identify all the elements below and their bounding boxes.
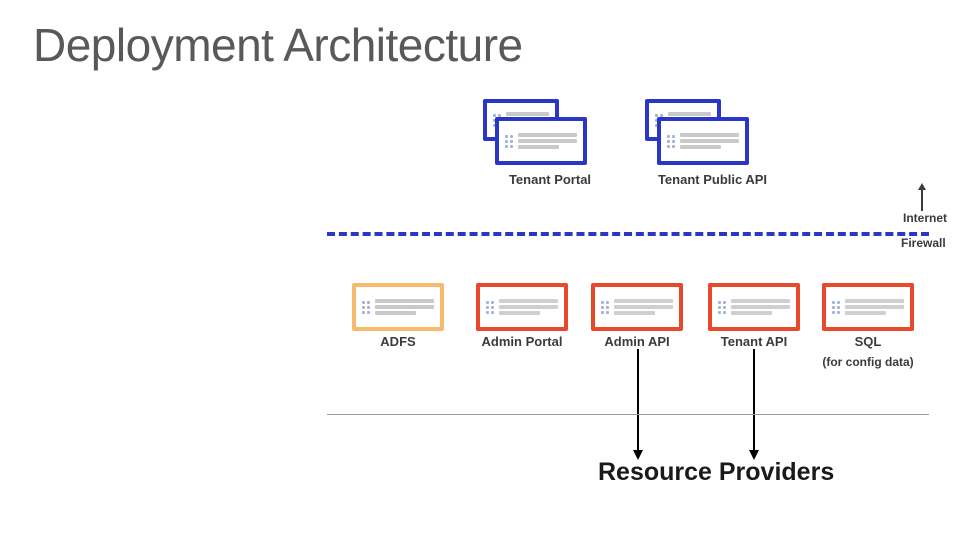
server-dots-icon bbox=[362, 300, 370, 314]
label-resource-providers: Resource Providers bbox=[598, 458, 835, 486]
arrow-admin-api-to-resource-providers bbox=[633, 349, 643, 460]
server-bars-icon bbox=[375, 299, 434, 315]
server-icon bbox=[708, 283, 800, 331]
node-admin-portal bbox=[476, 283, 568, 331]
label-admin-api: Admin API bbox=[604, 334, 670, 349]
node-adfs bbox=[352, 283, 444, 331]
node-tenant-portal bbox=[483, 99, 587, 165]
server-icon bbox=[352, 283, 444, 331]
arrow-tenant-api-to-resource-providers bbox=[749, 349, 759, 460]
server-icon bbox=[822, 283, 914, 331]
node-tenant-api bbox=[708, 283, 800, 331]
label-sql: SQL bbox=[854, 334, 882, 349]
server-dots-icon bbox=[486, 300, 494, 314]
resource-provider-boundary-line bbox=[327, 414, 929, 415]
label-tenant-public-api: Tenant Public API bbox=[657, 172, 768, 187]
label-tenant-api: Tenant API bbox=[720, 334, 788, 349]
server-dots-icon bbox=[718, 300, 726, 314]
server-icon bbox=[591, 283, 683, 331]
label-tenant-portal: Tenant Portal bbox=[508, 172, 592, 187]
node-sql bbox=[822, 283, 914, 331]
server-icon bbox=[476, 283, 568, 331]
server-icon bbox=[657, 117, 749, 165]
server-dots-icon bbox=[832, 300, 840, 314]
server-dots-icon bbox=[601, 300, 609, 314]
server-bars-icon bbox=[731, 299, 790, 315]
server-dots-icon bbox=[667, 134, 675, 148]
server-icon bbox=[495, 117, 587, 165]
server-bars-icon bbox=[499, 299, 558, 315]
server-bars-icon bbox=[845, 299, 904, 315]
internet-arrow-icon bbox=[918, 183, 926, 211]
label-internet: Internet bbox=[903, 211, 948, 225]
label-admin-portal: Admin Portal bbox=[481, 334, 563, 349]
server-dots-icon bbox=[505, 134, 513, 148]
label-adfs: ADFS bbox=[380, 334, 416, 349]
server-bars-icon bbox=[680, 133, 739, 149]
label-sql-sub: (for config data) bbox=[822, 355, 914, 369]
label-firewall: Firewall bbox=[901, 236, 946, 250]
page-title: Deployment Architecture bbox=[33, 19, 523, 71]
node-admin-api bbox=[591, 283, 683, 331]
server-bars-icon bbox=[614, 299, 673, 315]
node-tenant-public-api bbox=[645, 99, 749, 165]
firewall-dashed-line bbox=[327, 232, 929, 236]
server-bars-icon bbox=[518, 133, 577, 149]
